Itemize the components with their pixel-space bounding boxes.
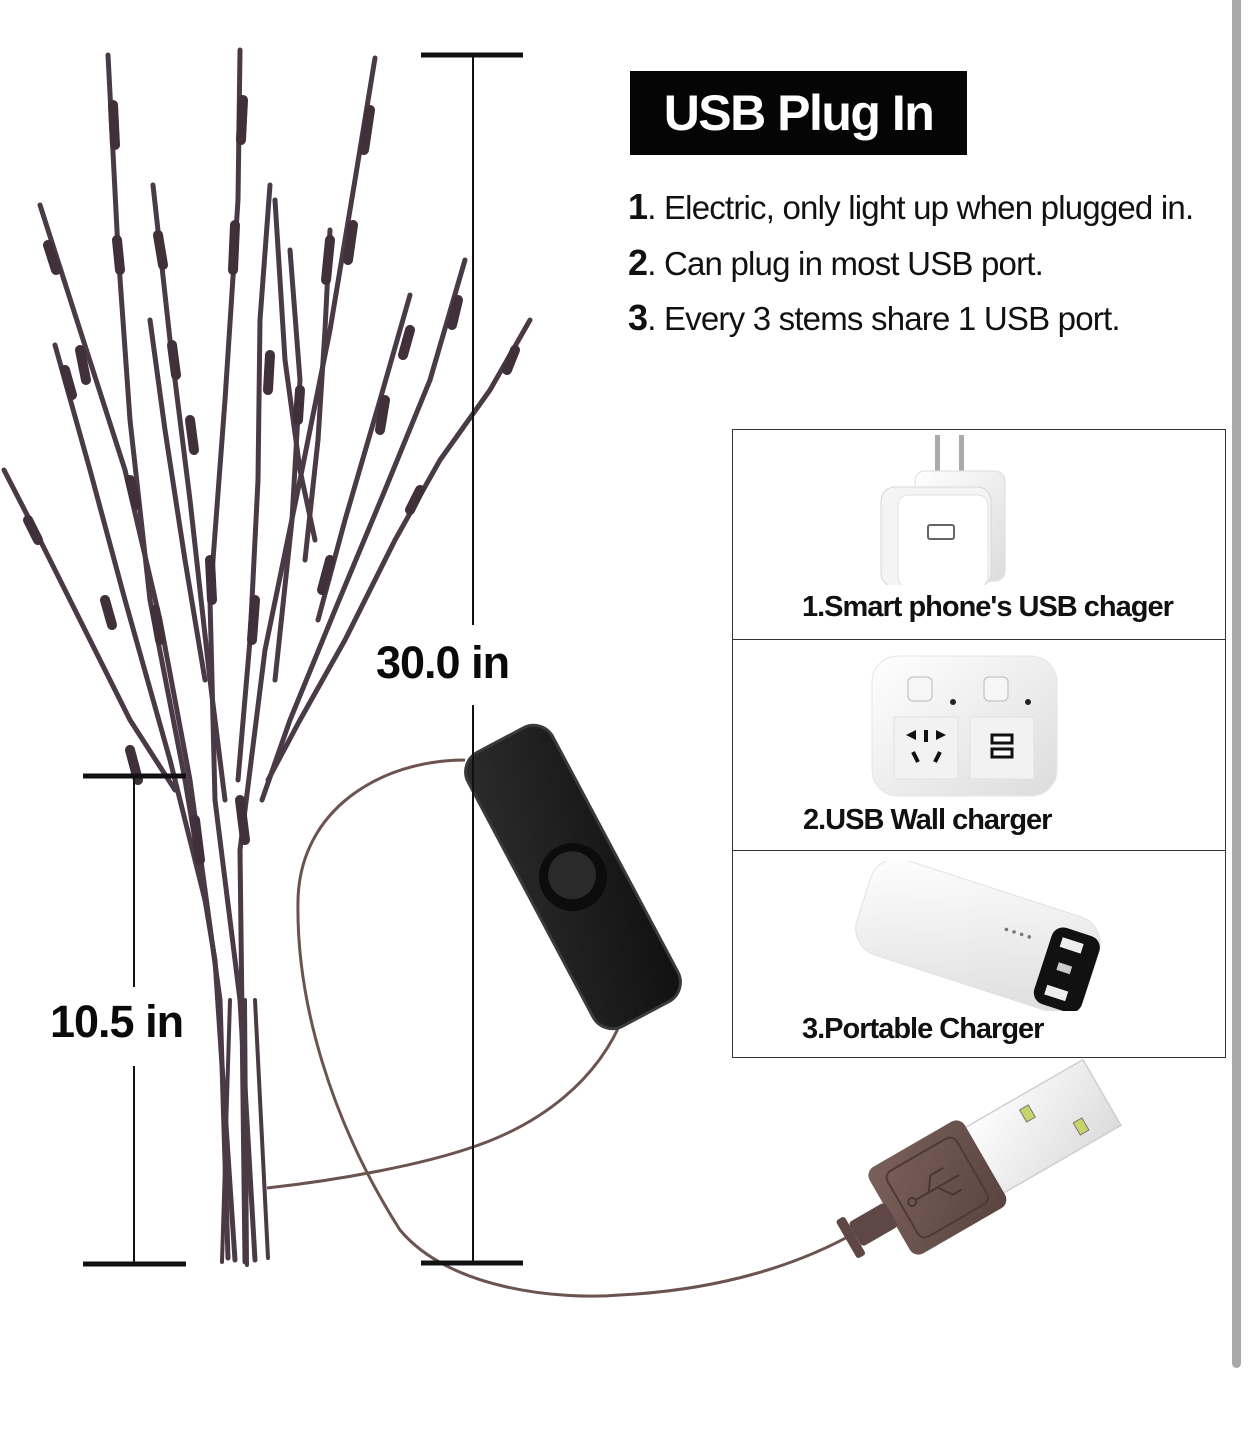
- twig-branches: [1, 47, 533, 1267]
- power-option-label: 3.Portable Charger: [802, 1013, 1044, 1045]
- feature-number: 1: [628, 186, 648, 227]
- power-bank-icon: [855, 861, 1101, 1011]
- feature-text: . Can plug in most USB port.: [647, 245, 1044, 282]
- total-height-label: 30.0 in: [376, 637, 510, 689]
- wall-socket-icon: [871, 655, 1058, 797]
- power-option-card: 2.USB Wall charger: [732, 639, 1226, 851]
- feature-number: 3: [628, 297, 648, 338]
- dimension-line-base: [83, 773, 186, 1267]
- usb-plug: [836, 1058, 1122, 1258]
- base-height-label: 10.5 in: [50, 996, 184, 1048]
- power-cable: [266, 758, 861, 1298]
- title-text: USB Plug In: [663, 85, 935, 141]
- usb-wall-adapter-icon: [880, 435, 1006, 585]
- feature-item: 2. Can plug in most USB port.: [628, 242, 1044, 284]
- scrollbar[interactable]: [1232, 0, 1241, 1368]
- power-option-label: 1.Smart phone's USB chager: [802, 591, 1174, 623]
- title-banner: USB Plug In: [630, 71, 967, 155]
- power-option-label: 2.USB Wall charger: [803, 804, 1052, 836]
- feature-item: 3. Every 3 stems share 1 USB port.: [628, 297, 1120, 339]
- feature-number: 2: [628, 242, 648, 283]
- feature-text: . Electric, only light up when plugged i…: [647, 189, 1194, 226]
- feature-text: . Every 3 stems share 1 USB port.: [647, 300, 1120, 337]
- power-option-card: 3.Portable Charger: [732, 850, 1226, 1058]
- power-option-card: 1.Smart phone's USB chager: [732, 429, 1226, 640]
- feature-item: 1. Electric, only light up when plugged …: [628, 186, 1194, 228]
- inline-switch: [464, 723, 682, 1031]
- dimension-line-total: [421, 52, 523, 1266]
